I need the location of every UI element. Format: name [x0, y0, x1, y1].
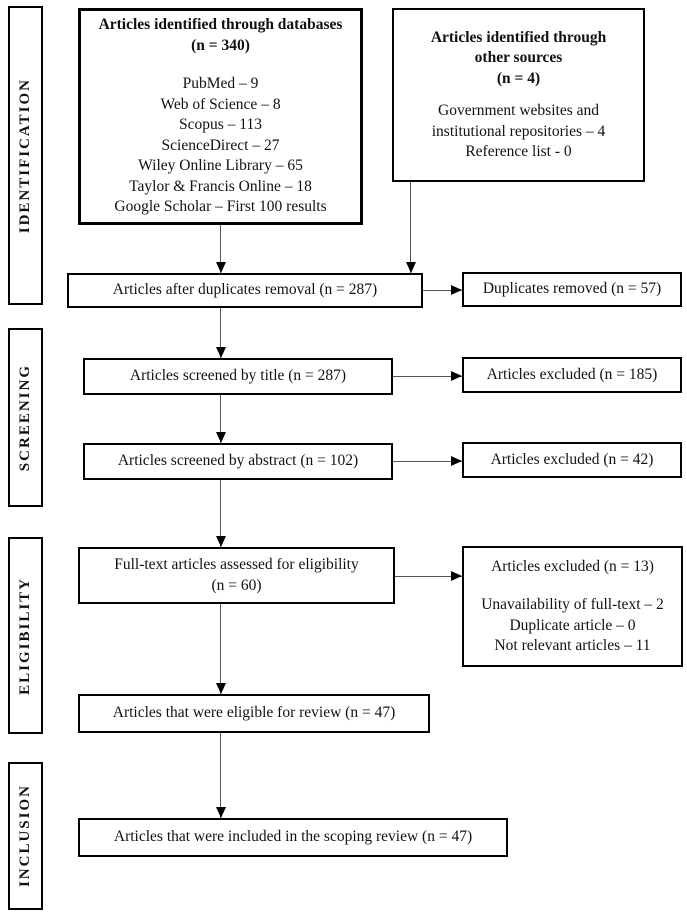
stage-label-identification-text: IDENTIFICATION [17, 77, 33, 234]
databases-line: ScienceDirect – 27 [161, 136, 280, 154]
arrow-screened-title-to-excluded [393, 371, 462, 381]
stage-label-identification: IDENTIFICATION [8, 6, 43, 305]
box-excluded-by-abstract: Articles excluded (n = 42) [462, 442, 682, 478]
stage-label-screening: SCREENING [8, 328, 43, 507]
box-articles-other-sources: Articles identified through other source… [392, 8, 645, 182]
box-articles-databases: Articles identified through databases (n… [78, 8, 363, 225]
box-eligible-for-review: Articles that were eligible for review (… [78, 694, 430, 733]
other-sources-line: institutional repositories – 4 [431, 122, 606, 140]
box-excluded-fulltext: Articles excluded (n = 13) Unavailabilit… [462, 546, 683, 667]
box-included-in-review: Articles that were included in the scopi… [78, 818, 508, 857]
arrow-after-duplicates-to-screened-title [215, 308, 226, 358]
arrow-screened-abstract-to-excluded [393, 456, 462, 466]
excluded-abstract-text: Articles excluded (n = 42) [490, 450, 654, 468]
stage-label-screening-text: SCREENING [17, 363, 33, 472]
included-text: Articles that were included in the scopi… [113, 828, 473, 846]
eligible-text: Articles that were eligible for review (… [112, 704, 396, 722]
databases-line: PubMed – 9 [182, 75, 259, 93]
other-sources-title2: other sources [474, 49, 563, 66]
arrow-screened-title-to-screened-abstract [215, 395, 226, 443]
box-screened-by-abstract: Articles screened by abstract (n = 102) [83, 443, 393, 480]
excluded-fulltext-line: Unavailability of full-text – 2 [481, 596, 664, 613]
fulltext-line1: Full-text articles assessed for eligibil… [114, 556, 359, 573]
other-sources-line: Government websites and [438, 102, 599, 119]
arrow-screened-abstract-to-fulltext [215, 480, 226, 547]
other-sources-title: Articles identified through [430, 28, 607, 46]
excluded-fulltext-line: Not relevant articles – 11 [494, 637, 651, 654]
other-sources-line: Reference list - 0 [465, 143, 572, 160]
stage-label-inclusion: INCLUSION [8, 762, 43, 910]
arrow-databases-to-after-duplicates [215, 225, 226, 273]
databases-title: Articles identified through databases [98, 16, 343, 34]
stage-label-eligibility: ELIGIBILITY [8, 537, 43, 734]
stage-label-eligibility-text: ELIGIBILITY [17, 576, 33, 695]
arrow-eligible-to-included [215, 733, 226, 818]
excluded-fulltext-line: Duplicate article – 0 [509, 616, 636, 634]
databases-line: Google Scholar – First 100 results [114, 198, 327, 216]
databases-count: (n = 340) [191, 36, 250, 54]
box-excluded-by-title: Articles excluded (n = 185) [462, 357, 682, 393]
other-sources-count: (n = 4) [496, 69, 541, 87]
databases-line: Wiley Online Library – 65 [138, 157, 303, 175]
fulltext-line2: (n = 60) [211, 576, 262, 594]
excluded-title-text: Articles excluded (n = 185) [486, 365, 658, 383]
after-duplicates-text: Articles after duplicates removal (n = 2… [112, 281, 378, 299]
arrow-fulltext-to-eligible [215, 604, 226, 694]
databases-line: Taylor & Francis Online – 18 [129, 177, 312, 195]
box-fulltext-assessed: Full-text articles assessed for eligibil… [78, 547, 395, 604]
arrow-other-sources-to-after-duplicates [405, 182, 416, 273]
box-duplicates-removed: Duplicates removed (n = 57) [462, 272, 682, 307]
screened-title-text: Articles screened by title (n = 287) [129, 367, 347, 385]
arrow-fulltext-to-excluded [395, 571, 462, 581]
databases-line: Web of Science – 8 [160, 95, 281, 113]
stage-label-inclusion-text: INCLUSION [17, 784, 33, 888]
excluded-fulltext-title: Articles excluded (n = 13) [491, 557, 654, 575]
box-after-duplicates-removal: Articles after duplicates removal (n = 2… [67, 273, 423, 308]
databases-line: Scopus – 113 [179, 116, 262, 134]
screened-abstract-text: Articles screened by abstract (n = 102) [117, 452, 359, 470]
box-screened-by-title: Articles screened by title (n = 287) [83, 358, 393, 395]
arrow-after-duplicates-to-duplicates-removed [423, 285, 462, 295]
duplicates-removed-text: Duplicates removed (n = 57) [482, 280, 662, 298]
